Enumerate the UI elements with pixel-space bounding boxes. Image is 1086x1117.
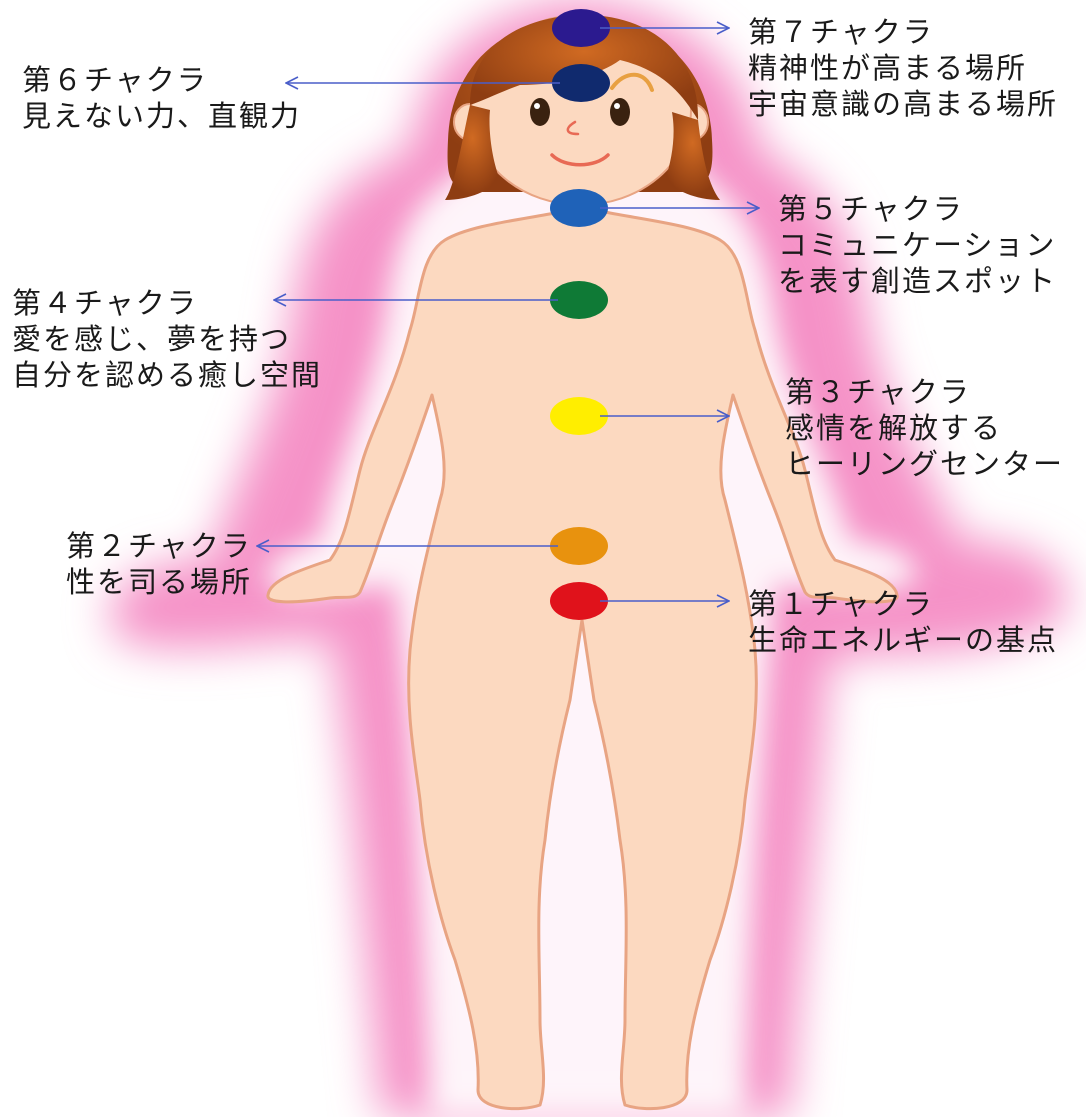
chakra-7-title: 第７チャクラ <box>748 14 1058 50</box>
chakra-4-line-1: 愛を感じ、夢を持つ <box>12 321 322 357</box>
chakra-4-label: 第４チャクラ 愛を感じ、夢を持つ 自分を認める癒し空間 <box>12 285 322 393</box>
chakra-7-line-1: 精神性が高まる場所 <box>748 50 1058 86</box>
chakra-2-label: 第２チャクラ 性を司る場所 <box>66 528 252 600</box>
chakra-6-line-1: 見えない力、直観力 <box>22 98 301 134</box>
chakra-7-line-2: 宇宙意識の高まる場所 <box>748 86 1058 122</box>
chakra-5-title: 第５チャクラ <box>778 191 1057 227</box>
chakra-5-line-1: コミュニケーション <box>778 227 1057 263</box>
chakra-5-label: 第５チャクラ コミュニケーション を表す創造スポット <box>778 191 1057 299</box>
chakra-6-title: 第６チャクラ <box>22 62 301 98</box>
chakra-2-disc <box>550 527 608 565</box>
chakra-3-title: 第３チャクラ <box>785 374 1064 410</box>
chakra-4-line-2: 自分を認める癒し空間 <box>12 357 322 393</box>
chakra-4-disc <box>550 281 608 319</box>
chakra-4-title: 第４チャクラ <box>12 285 322 321</box>
chakra-7-label: 第７チャクラ 精神性が高まる場所 宇宙意識の高まる場所 <box>748 14 1058 122</box>
chakra-5-line-2: を表す創造スポット <box>778 263 1057 299</box>
chakra-6-disc <box>552 64 610 102</box>
chakra-1-line-1: 生命エネルギーの基点 <box>748 622 1058 658</box>
chakra-3-line-2: ヒーリングセンター <box>785 446 1064 482</box>
chakra-6-label: 第６チャクラ 見えない力、直観力 <box>22 62 301 134</box>
chakra-3-disc <box>550 397 608 435</box>
chakra-2-title: 第２チャクラ <box>66 528 252 564</box>
chakra-1-disc <box>550 582 608 620</box>
chakra-3-label: 第３チャクラ 感情を解放する ヒーリングセンター <box>785 374 1064 482</box>
chakra-5-disc <box>550 189 608 227</box>
chakra-3-line-1: 感情を解放する <box>785 410 1064 446</box>
chakra-2-line-1: 性を司る場所 <box>66 564 252 600</box>
chakra-1-title: 第１チャクラ <box>748 586 1058 622</box>
chakra-1-label: 第１チャクラ 生命エネルギーの基点 <box>748 586 1058 658</box>
